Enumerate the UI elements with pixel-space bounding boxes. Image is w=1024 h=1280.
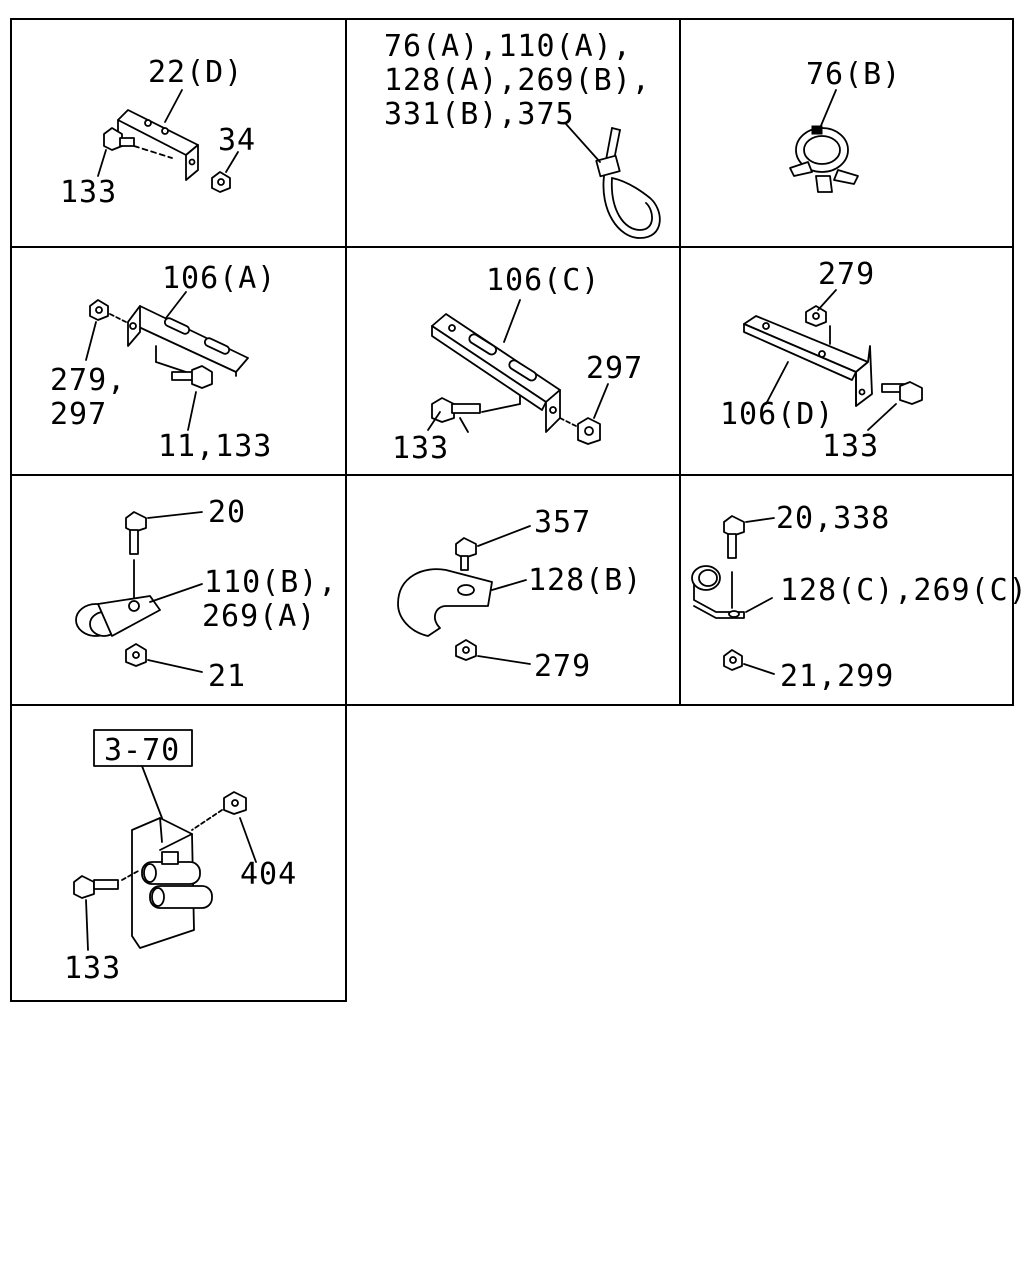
nut-279-d-drawing	[805, 305, 827, 327]
panel-4: 106(A) 279, 297 11,133	[50, 261, 276, 464]
panel-1: 22(D) 34 133	[60, 55, 256, 210]
callout-357: 357	[534, 505, 591, 540]
bracket-block-drawing	[131, 817, 213, 949]
callout-133: 133	[60, 175, 117, 210]
callout-76b: 76(B)	[806, 57, 901, 92]
clamp-128b-drawing	[397, 568, 493, 637]
nut-297-drawing	[559, 417, 601, 445]
callout-404: 404	[240, 857, 297, 892]
nut-21-299-drawing	[723, 649, 743, 671]
panel-5: 106(C) 297 133	[392, 263, 643, 466]
bolt-357-drawing	[455, 537, 477, 571]
callout-133-e: 133	[64, 951, 121, 986]
callout-106a: 106(A)	[162, 261, 276, 296]
callout-34: 34	[218, 123, 256, 158]
panel-3: 76(B)	[789, 57, 901, 193]
nut-21-drawing	[125, 643, 147, 667]
nut-279-drawing	[89, 299, 127, 323]
callout-297: 297	[50, 397, 107, 432]
bolt-133-d-drawing	[881, 381, 923, 405]
clip-110b-drawing	[75, 595, 161, 637]
panel-6: 279 106(D) 133	[720, 257, 923, 464]
nut-279-b-drawing	[455, 639, 477, 661]
callout-297-c: 297	[586, 351, 643, 386]
callout-128c-269c: 128(C),269(C)	[780, 573, 1024, 608]
callout-20: 20	[208, 495, 246, 530]
bracket-106d-drawing	[743, 315, 873, 407]
reference-box-3-70: 3-70	[93, 729, 193, 768]
callout-20-338: 20,338	[776, 501, 890, 536]
connector-block-drawing	[141, 851, 213, 909]
callout-76a-110a: 76(A),110(A),	[384, 29, 632, 64]
callout-128a-269b: 128(A),269(B),	[384, 63, 651, 98]
callout-106d: 106(D)	[720, 397, 834, 432]
callout-279: 279,	[50, 363, 126, 398]
callout-279-b: 279	[534, 649, 591, 684]
callout-128b: 128(B)	[528, 563, 642, 598]
clamp-76b-drawing	[789, 125, 859, 193]
bolt-133-drawing	[103, 127, 173, 159]
reference-label: 3-70	[104, 733, 180, 768]
panel-9: 20,338 128(C),269(C) 21,299	[691, 501, 1024, 694]
callout-110b: 110(B),	[204, 565, 337, 600]
bracket-106a-drawing	[127, 305, 249, 377]
callout-279-d: 279	[818, 257, 875, 292]
callout-269a: 269(A)	[202, 599, 316, 634]
clip-128c-drawing	[691, 565, 745, 619]
bolt-133-c-drawing	[431, 397, 481, 433]
callout-21-299: 21,299	[780, 659, 894, 694]
cable-tie-drawing	[595, 127, 661, 239]
callout-21: 21	[208, 659, 246, 694]
callout-133-c: 133	[392, 431, 449, 466]
panel-7: 20 110(B), 269(A) 21	[75, 495, 337, 694]
callout-11-133: 11,133	[158, 429, 272, 464]
callout-133-d: 133	[822, 429, 879, 464]
bracket-22d-drawing	[117, 109, 199, 181]
bolt-11-133-drawing	[171, 365, 213, 389]
grid	[10, 18, 1014, 1002]
panel-8: 357 128(B) 279	[397, 505, 642, 684]
callout-22d: 22(D)	[148, 55, 243, 90]
callout-331b-375: 331(B),375	[384, 97, 575, 132]
bolt-20-338-drawing	[723, 515, 745, 609]
bolt-133-e-drawing	[73, 869, 141, 899]
callout-106c: 106(C)	[486, 263, 600, 298]
bracket-106c-drawing	[431, 313, 561, 433]
nut-404-drawing	[191, 791, 247, 831]
bolt-20-drawing	[125, 511, 147, 605]
panel-2: 76(A),110(A), 128(A),269(B), 331(B),375	[384, 29, 661, 239]
nut-34-drawing	[211, 171, 231, 193]
panel-10: 3-70 404 133	[64, 729, 297, 986]
